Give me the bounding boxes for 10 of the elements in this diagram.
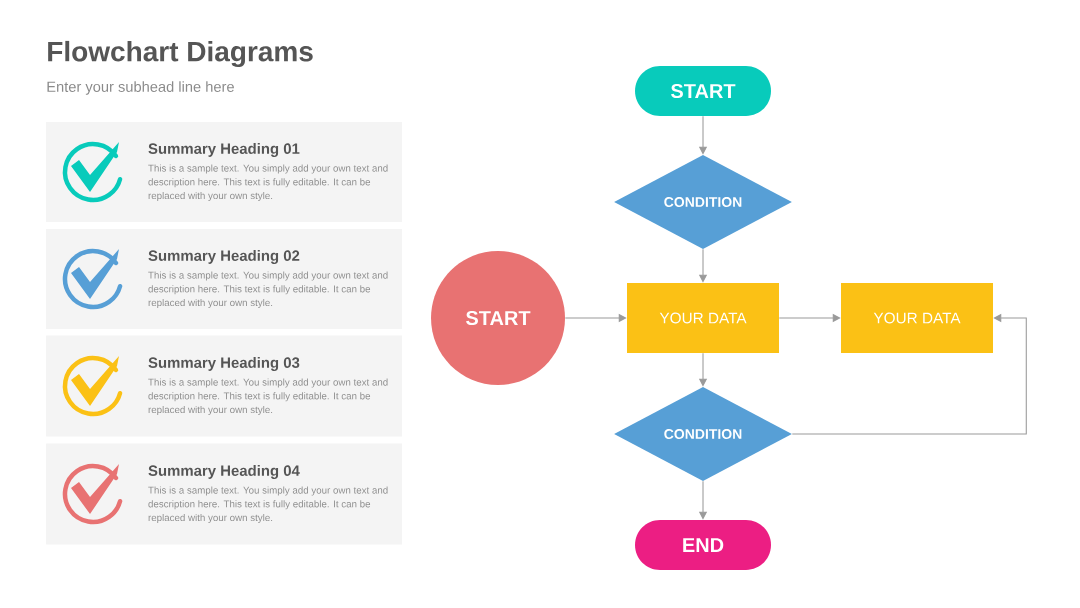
- subhead: Enter your subhead line here: [47, 81, 234, 95]
- summary-card: Summary Heading 01 This is a sample text. You simply add your own text and description here. This text is fully editable. It can be replaced with your own style.: [46, 122, 402, 222]
- end-terminal: END: [635, 520, 771, 570]
- process-box: YOUR DATA: [841, 283, 993, 353]
- title: Flowchart Diagrams: [48, 40, 313, 68]
- start-terminal: START: [635, 66, 771, 116]
- process-box: YOUR DATA: [627, 283, 779, 353]
- summary-card: Summary Heading 04 This is a sample text. You simply add your own text and description here. This text is fully editable. It can be replaced with your own style.: [46, 443, 402, 545]
- summary-card: Summary Heading 02 This is a sample text. You simply add your own text and description here. This text is fully editable. It can be replaced with your own style.: [46, 229, 402, 329]
- summary-card: Summary Heading 03 This is a sample text. You simply add your own text and description here. This text is fully editable. It can be replaced with your own style.: [46, 335, 402, 437]
